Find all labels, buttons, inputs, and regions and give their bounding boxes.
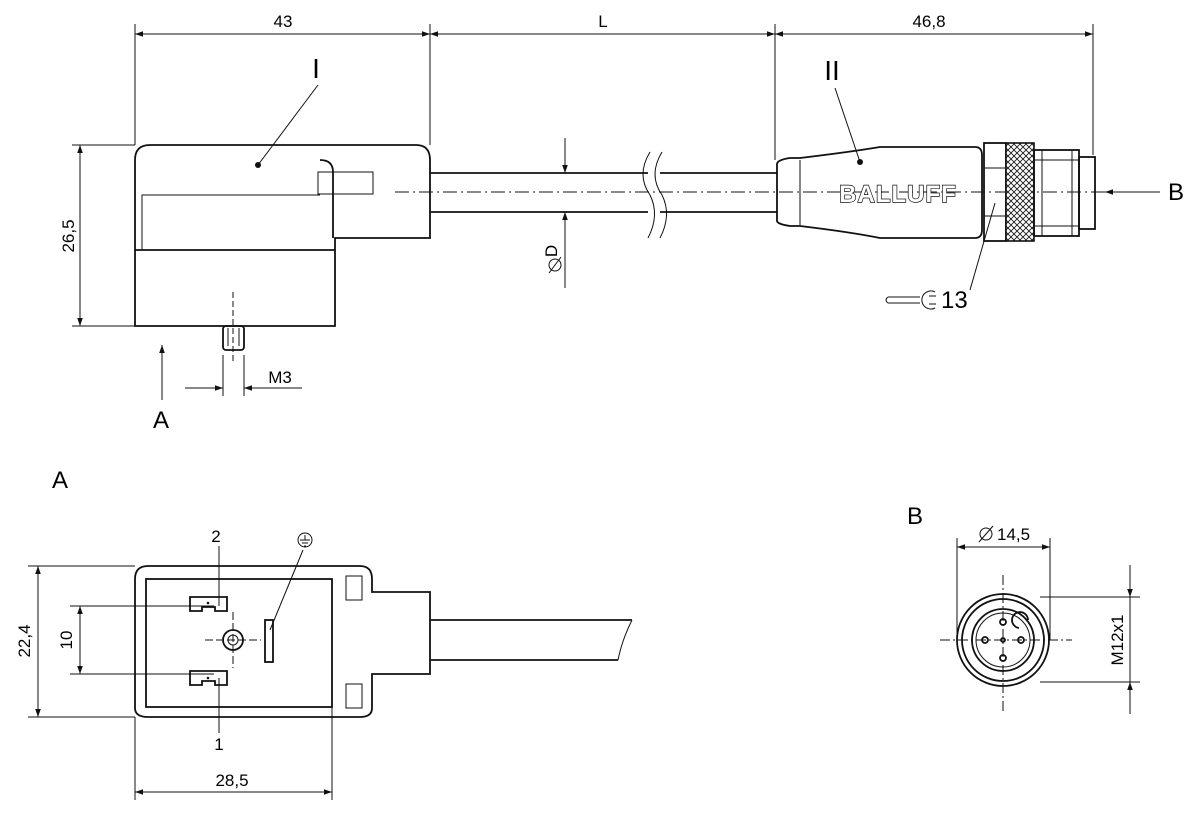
- diameter-icon: [978, 525, 994, 543]
- dim-plug-length: 43: [274, 12, 293, 31]
- face-width-dimension: 28,5: [134, 707, 333, 800]
- valve-plug-housing: I: [134, 53, 431, 362]
- dim-pin-spacing: 10: [57, 631, 76, 650]
- face-height-dimension: 22,4: [15, 565, 135, 718]
- m12-connector: BALLUFF II 13: [776, 55, 1096, 314]
- ground-contact: [264, 619, 274, 663]
- label-pin-two: 2: [211, 527, 220, 546]
- dim-face-height: 22,4: [15, 624, 34, 657]
- connector-diameter-dimension: 14,5: [956, 525, 1051, 640]
- wrench-icon: [885, 290, 936, 310]
- dim-connector-length: 46,8: [912, 12, 945, 31]
- dim-connector-thread: M12x1: [1108, 614, 1127, 665]
- screw-thread-dimension: M3: [185, 355, 302, 396]
- pin-one: [189, 670, 228, 686]
- dim-face-width: 28,5: [215, 771, 248, 790]
- pin-spacing-dimension: 10: [57, 605, 214, 675]
- title-view-b: B: [907, 503, 923, 530]
- side-view: 43 L 46,8 I 26,5: [59, 12, 1184, 434]
- brand-logo: BALLUFF: [839, 181, 957, 208]
- label-view-a-arrow: A: [153, 407, 169, 434]
- view-b-arrow: B: [1105, 179, 1184, 206]
- view-a-arrow: A: [153, 345, 169, 434]
- connector-thread-dimension: M12x1: [1040, 565, 1140, 714]
- dim-connector-diameter: 14,5: [997, 525, 1030, 544]
- diameter-icon: [548, 256, 562, 274]
- title-view-a: A: [52, 467, 68, 494]
- dim-cable-diameter: D: [542, 245, 561, 257]
- center-screw: [205, 612, 261, 668]
- label-pin-one: 1: [214, 735, 223, 754]
- top-dimension-chain: 43 L 46,8: [134, 12, 1094, 160]
- label-view-b-arrow: B: [1168, 179, 1184, 206]
- cable: D: [395, 138, 1115, 288]
- label-part-two: II: [824, 55, 840, 86]
- dim-plug-height: 26,5: [59, 219, 78, 252]
- plug-height-dimension: 26,5: [59, 144, 135, 327]
- ground-icon: [297, 532, 313, 548]
- dim-screw-thread: M3: [268, 368, 292, 387]
- pin-two: [189, 596, 228, 612]
- view-b-face: B 14,5 M12x1: [907, 503, 1140, 714]
- dim-cable-length: L: [598, 12, 607, 31]
- label-part-one: I: [312, 53, 320, 84]
- view-a-face: A 2 1: [15, 467, 633, 800]
- label-wrench-size: 13: [941, 287, 968, 314]
